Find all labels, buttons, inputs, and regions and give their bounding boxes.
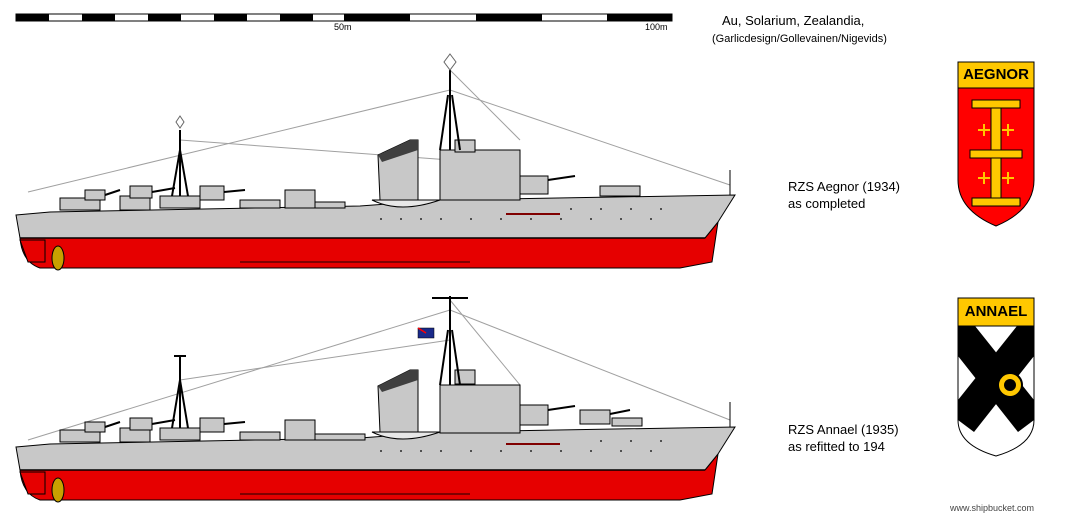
scale-mid-label: 50m xyxy=(334,22,352,32)
aegnor-coat-of-arms xyxy=(957,61,1035,227)
scale-end-label: 100m xyxy=(645,22,668,32)
badge-2-label: ANNAEL xyxy=(964,303,1028,320)
ship-1-name: RZS Aegnor (1934) xyxy=(788,179,901,194)
ship-1-note: as completed xyxy=(788,196,866,211)
scale-bar xyxy=(15,13,673,22)
ship-2-note: as refitted to 194 xyxy=(788,439,885,454)
credits-designers: (Garlicdesign/Gollevainen/Nigevids) xyxy=(712,33,887,45)
badge-1-label: AEGNOR xyxy=(963,66,1029,83)
annael-coat-of-arms xyxy=(957,297,1035,457)
credits-authors: Au, Solarium, Zealandia, xyxy=(722,13,865,28)
ship-annael-profile xyxy=(15,296,736,503)
watermark: www.shipbucket.com xyxy=(950,503,1035,513)
ship-aegnor-profile xyxy=(15,53,736,271)
ship-2-name: RZS Annael (1935) xyxy=(788,422,899,437)
